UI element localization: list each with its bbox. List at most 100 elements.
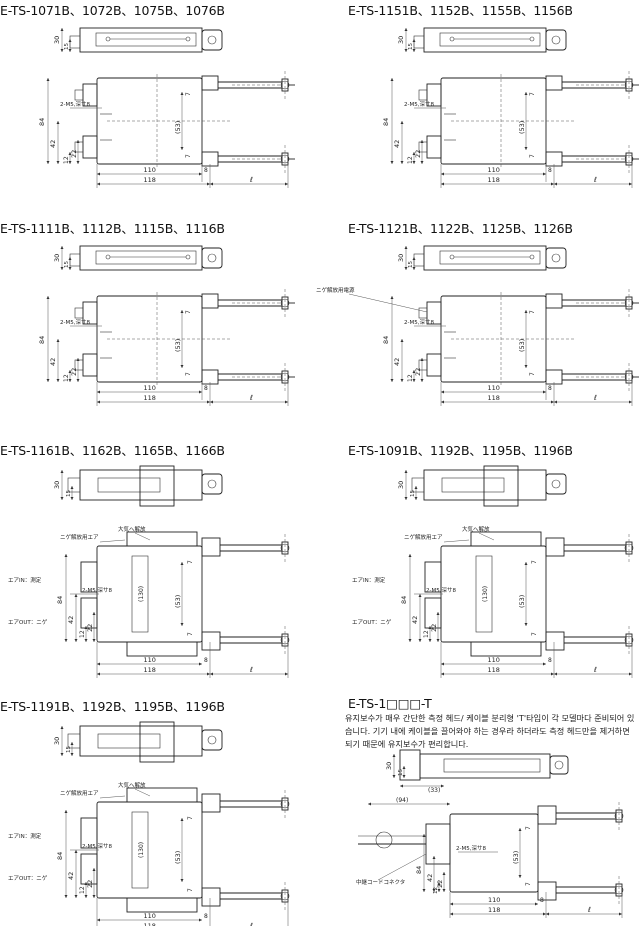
relay-connector-label: 中継コードコネクタ bbox=[356, 878, 405, 886]
probe-bracket-top bbox=[545, 537, 565, 557]
dimension-33: (33) bbox=[428, 787, 440, 794]
arrow-head bbox=[535, 902, 538, 906]
arrow-head bbox=[629, 182, 632, 186]
leader-line bbox=[134, 788, 151, 797]
dimension-15: 15 bbox=[408, 43, 414, 50]
dimension-42: 42 bbox=[411, 616, 419, 624]
sensor-block-bottom bbox=[82, 135, 98, 159]
arrow-head bbox=[524, 92, 528, 95]
atmosphere-label: 大気へ解放 bbox=[118, 781, 146, 789]
probe-bracket-bottom bbox=[545, 369, 563, 385]
dimension-53: (53) bbox=[518, 339, 526, 352]
probe-ball bbox=[280, 80, 290, 90]
connector-hole bbox=[207, 479, 217, 489]
thread-label: 2-M5,深サ8 bbox=[60, 318, 90, 326]
arrow-head bbox=[543, 912, 546, 916]
dimension-110: 110 bbox=[488, 384, 500, 392]
t-type-description: 유지보수가 매우 간단한 측정 헤드/ 케이블 분리형 'T'타입이 각 모델마… bbox=[345, 713, 635, 749]
valve-block-top bbox=[483, 465, 519, 507]
arrow-head bbox=[551, 400, 554, 404]
dimension-42: 42 bbox=[426, 874, 434, 882]
dimension-30: 30 bbox=[53, 481, 61, 489]
arrow-head bbox=[400, 784, 403, 788]
arrow-head bbox=[70, 486, 74, 489]
connector-hole bbox=[207, 253, 217, 263]
arrow-head bbox=[408, 554, 412, 557]
arrow-head bbox=[450, 912, 453, 916]
dimension-l: ℓ bbox=[249, 922, 253, 926]
arrow-head bbox=[524, 147, 528, 150]
arrow-head bbox=[60, 246, 64, 249]
arrow-head bbox=[428, 639, 432, 642]
dimension-22: 22 bbox=[414, 368, 422, 376]
valve-top bbox=[126, 531, 198, 547]
arrow-head bbox=[56, 339, 60, 342]
dimension-7: 7 bbox=[525, 882, 532, 886]
connector-block bbox=[201, 473, 223, 495]
probe-ball bbox=[624, 80, 634, 90]
sensor-block-bottom bbox=[82, 353, 98, 377]
arrow-head bbox=[554, 672, 557, 676]
air-release-label: ニゲ解放用エア bbox=[60, 533, 99, 541]
arrow-head bbox=[60, 267, 64, 270]
arrow-head bbox=[84, 626, 88, 629]
arrow-head bbox=[436, 639, 440, 642]
valve-block-top bbox=[139, 465, 175, 507]
sensor-block-top bbox=[80, 561, 98, 593]
dimension-15: 15 bbox=[410, 490, 416, 497]
head-top-body bbox=[423, 27, 547, 53]
air-in-label: エアIN：測定 bbox=[352, 576, 386, 584]
dimension-15: 15 bbox=[64, 261, 70, 268]
diagram-title: E-TS-1071B、1072B、1075B、1076B bbox=[0, 3, 225, 18]
arrow-head bbox=[420, 379, 424, 382]
dimension-22: 22 bbox=[70, 368, 78, 376]
arrow-head bbox=[390, 296, 394, 299]
drawing: 3015大気へ解放ニゲ解放用エア(130)エアIN：測定エアOUT：ニゲ2-M5… bbox=[8, 721, 290, 926]
valve-bottom bbox=[126, 641, 198, 657]
arrow-head bbox=[392, 775, 396, 778]
head-top-window bbox=[95, 250, 197, 265]
dimension-15: 15 bbox=[398, 769, 404, 776]
probe-ball bbox=[280, 635, 290, 645]
probe-bracket-top bbox=[545, 75, 563, 91]
dimension-30: 30 bbox=[397, 254, 405, 262]
dimension-15: 15 bbox=[64, 43, 70, 50]
screw-circle bbox=[105, 254, 111, 260]
probe-ball bbox=[280, 298, 290, 308]
screw-circle bbox=[185, 36, 191, 42]
arrow-head bbox=[92, 639, 96, 642]
dimension-118: 118 bbox=[144, 176, 156, 184]
arrow-head bbox=[46, 161, 50, 164]
head-top-body bbox=[423, 245, 547, 271]
arrow-head bbox=[546, 912, 549, 916]
arrow-head bbox=[518, 875, 522, 878]
arrow-head bbox=[199, 662, 202, 666]
arrow-head bbox=[442, 889, 446, 892]
dimension-42: 42 bbox=[393, 140, 401, 148]
dimension-53: (53) bbox=[174, 339, 182, 352]
head-top-window bbox=[439, 32, 541, 47]
air-out-label: エアOUT：ニゲ bbox=[352, 618, 392, 626]
arrow-head bbox=[441, 182, 444, 186]
arrow-head bbox=[64, 810, 68, 813]
arrow-head bbox=[199, 390, 202, 394]
probe-bracket-bottom bbox=[201, 151, 219, 167]
fitting-top bbox=[418, 89, 428, 101]
arrow-head bbox=[207, 182, 210, 186]
head-top-window bbox=[439, 250, 541, 265]
arrow-head bbox=[180, 623, 184, 626]
arrow-head bbox=[422, 834, 426, 837]
dimension-l: ℓ bbox=[249, 176, 253, 184]
arrow-head bbox=[64, 554, 68, 557]
arrow-head bbox=[46, 78, 50, 81]
probe-bracket-bottom bbox=[201, 631, 221, 651]
probe-ball bbox=[280, 891, 290, 901]
arrow-head bbox=[56, 379, 60, 382]
arrow-head bbox=[524, 623, 528, 626]
screw-circle bbox=[529, 254, 535, 260]
cable-gland bbox=[67, 477, 81, 493]
connector-block bbox=[549, 755, 569, 775]
screw-circle bbox=[449, 36, 455, 42]
